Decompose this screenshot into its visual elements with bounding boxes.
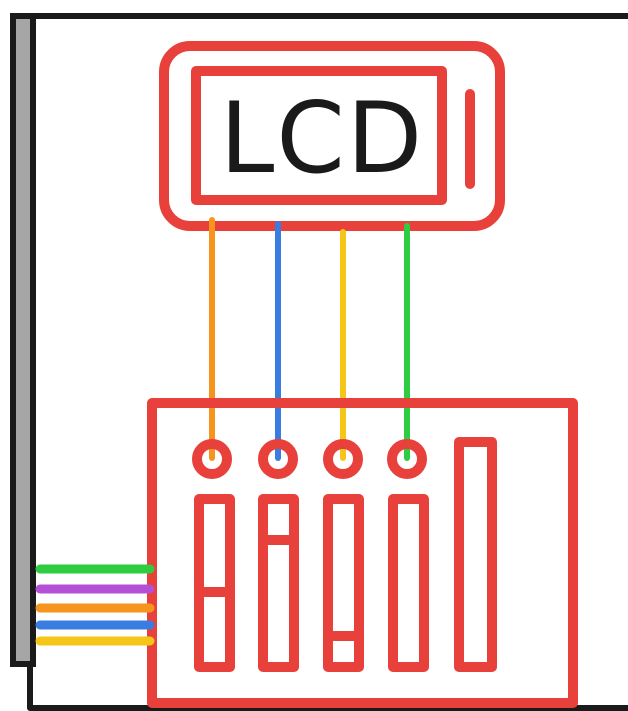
terminal-2: [258, 439, 298, 479]
terminal-1: [192, 439, 232, 479]
board-outline: [147, 398, 578, 708]
slot-1: [194, 494, 235, 672]
lcd-outer-casing: [159, 41, 505, 231]
lcd-label: LCD: [220, 82, 425, 196]
controller-board: [147, 398, 578, 708]
terminal-4: [387, 439, 427, 479]
slot-2: [258, 494, 299, 672]
lcd-module: LCD: [159, 41, 505, 231]
lcd-screen: [191, 66, 447, 205]
terminal-3: [323, 439, 363, 479]
lcd-wires: [209, 217, 410, 461]
side-cable: [35, 564, 155, 646]
left-side-bar: [10, 13, 36, 667]
slot-3: [323, 494, 364, 672]
slot-4: [388, 494, 429, 672]
tall-slot: [454, 437, 497, 672]
